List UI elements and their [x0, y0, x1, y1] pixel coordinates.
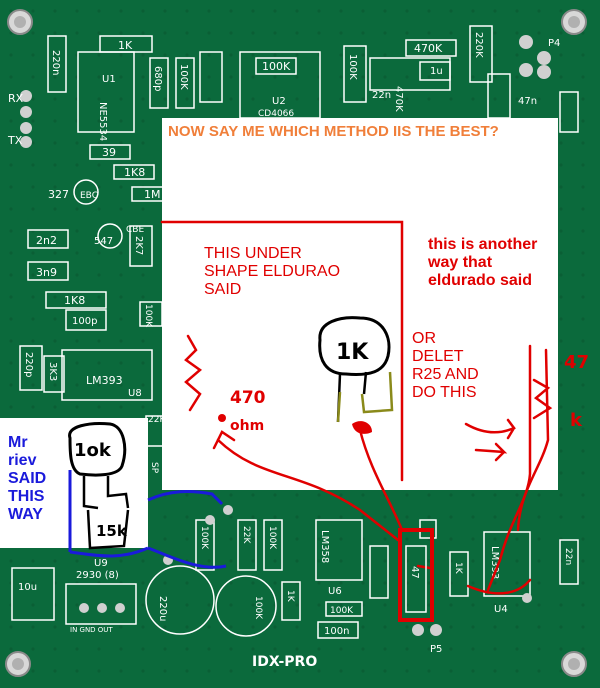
- delete-r25-note: OR DELET R25 AND DO THIS: [412, 330, 479, 401]
- silk-u1: U1: [102, 74, 116, 85]
- silk-p4: P4: [548, 38, 560, 49]
- silk-220u: 220u: [157, 596, 168, 621]
- silk-100p: 100p: [72, 316, 97, 327]
- silkscreen-outlines: [11, 25, 579, 639]
- silk-47n: 47n: [518, 96, 537, 107]
- board-name-label: IDX-PRO: [252, 654, 317, 670]
- silk-u4: U4: [494, 604, 508, 615]
- silk-p5: P5: [430, 644, 442, 655]
- sketch-mr-riev: [68, 422, 227, 569]
- sketch-label-15k: 15k: [96, 522, 127, 540]
- silk-sp: SP: [149, 462, 159, 474]
- mounting-holes: [5, 9, 587, 677]
- silk-u2: U2: [272, 96, 286, 107]
- silk-r47: 47: [409, 566, 420, 579]
- silk-cd4066: CD4066: [258, 109, 294, 119]
- silk-220n-a: 220n: [50, 50, 61, 75]
- silk-547: 547: [94, 236, 113, 247]
- silk-1k8-b: 1K8: [64, 294, 85, 307]
- silk-220k: 220K: [473, 32, 484, 58]
- silk-100k-d: 100K: [143, 304, 153, 328]
- pads: [20, 35, 551, 636]
- silk-cbe: CBE: [126, 225, 144, 235]
- silk-22k-a: 22K: [148, 415, 166, 425]
- under-shape-note: THIS UNDER SHAPE ELDURAO SAID: [204, 245, 341, 298]
- silk-rx: RX: [8, 92, 24, 105]
- silkscreen-labels: 1K U1 NE5534 220n 680p 100K 100K U2 CD40…: [7, 32, 573, 670]
- silk-100k-a: 100K: [178, 64, 189, 90]
- silk-2930: 2930 (8): [76, 570, 119, 581]
- silk-1m: 1M: [144, 188, 161, 201]
- silk-2n2: 2n2: [36, 234, 57, 247]
- silk-in-gnd-out: IN GND OUT: [70, 626, 113, 634]
- silk-10u: 10u: [18, 582, 37, 593]
- silk-2k7: 2K7: [133, 236, 144, 255]
- silk-220p: 220p: [23, 352, 34, 377]
- silk-u8: U8: [128, 388, 142, 399]
- highlight-r47: [398, 528, 434, 622]
- silk-22k-b: 22K: [241, 526, 251, 544]
- silk-1u: 1u: [430, 66, 443, 77]
- silk-3k3: 3K3: [47, 362, 58, 381]
- sketch-label-k: k: [570, 410, 582, 431]
- silk-tx: TX: [7, 134, 23, 147]
- silk-100k-g: 100K: [330, 606, 354, 616]
- silk-u6: U6: [328, 586, 342, 597]
- silk-22n-b: 22n: [563, 548, 573, 565]
- silk-lm393-b: LM393: [489, 546, 500, 579]
- another-way-note: this is another way that eldurado said: [428, 236, 538, 289]
- silk-100k-e: 100K: [199, 526, 209, 550]
- silk-lm393-a: LM393: [86, 374, 123, 387]
- silk-100k-f: 100K: [267, 526, 277, 550]
- sketch-label-1ok: 1ok: [74, 440, 111, 461]
- silk-3n9: 3n9: [36, 266, 57, 279]
- silk-39: 39: [102, 146, 116, 159]
- silk-100n: 100n: [324, 626, 349, 637]
- silk-327: 327: [48, 188, 69, 201]
- red-sketch-lines: [160, 220, 553, 595]
- sketch-label-1k: 1K: [336, 340, 369, 365]
- silk-lm358: LM358: [319, 530, 330, 563]
- silk-ne5534: NE5534: [97, 102, 108, 141]
- silk-100k-c: 100K: [347, 54, 358, 80]
- silk-r1k: 1K: [118, 39, 133, 52]
- sketch-label-ohm: ohm: [230, 418, 265, 434]
- silk-1k-b: 1K: [453, 562, 463, 575]
- silk-u9: U9: [94, 558, 108, 569]
- mr-riev-note: Mr riev SAID THIS WAY: [8, 434, 47, 523]
- question-text: NOW SAY ME WHICH METHOD IIS THE BEST?: [168, 123, 499, 140]
- silk-22n-a: 22n: [372, 90, 391, 101]
- sketch-label-47: 47: [564, 352, 590, 373]
- silk-100k-b: 100K: [262, 60, 291, 73]
- sketch-label-470: 470: [230, 388, 266, 408]
- silk-100k-h: 100K: [253, 596, 263, 620]
- sketch-1k-resistor: [318, 316, 394, 423]
- silk-ebc: EBC: [80, 191, 98, 201]
- silk-470k-b: 470K: [393, 86, 404, 112]
- silk-1k8-a: 1K8: [124, 166, 145, 179]
- silk-680p: 680p: [152, 66, 163, 91]
- silk-1k-c: 1K: [285, 590, 295, 603]
- silk-470k: 470K: [414, 42, 443, 55]
